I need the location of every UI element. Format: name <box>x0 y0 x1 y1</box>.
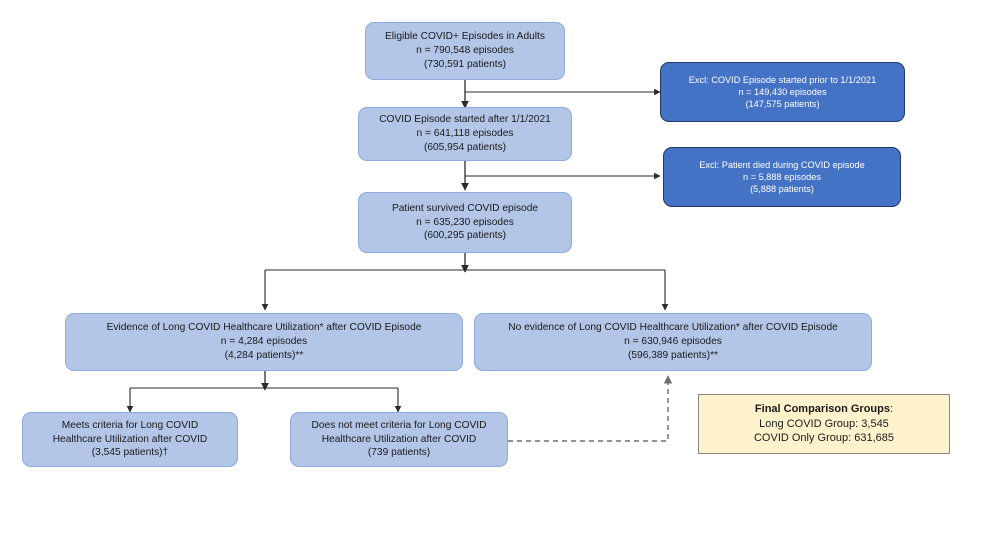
edge-evidence-split <box>126 371 402 413</box>
node-evidence-long-covid: Evidence of Long COVID Healthcare Utiliz… <box>65 313 463 371</box>
node-evidence-line3: (4,284 patients)** <box>224 349 304 361</box>
final-groups-covid-only: COVID Only Group: 631,685 <box>753 432 894 445</box>
node-not-meets-line1: Does not meet criteria for Long COVID <box>311 419 487 431</box>
node-meets-criteria: Meets criteria for Long COVID Healthcare… <box>22 412 238 467</box>
edge-notmeets-to-noevidence-dashed <box>508 375 673 442</box>
node-eligible-episodes: Eligible COVID+ Episodes in Adults n = 7… <box>365 22 565 80</box>
node-eligible-line2: n = 790,548 episodes <box>416 45 514 57</box>
node-meets-line1: Meets criteria for Long COVID <box>61 419 199 431</box>
node-meets-line3: (3,545 patients)† <box>91 447 169 459</box>
node-evidence-line1: Evidence of Long COVID Healthcare Utiliz… <box>106 322 422 334</box>
node-excl-prior-line1: Excl: COVID Episode started prior to 1/1… <box>688 74 877 85</box>
node-excl-died-line1: Excl: Patient died during COVID episode <box>699 159 865 170</box>
final-groups-heading-colon: : <box>890 402 894 415</box>
node-not-meets-line3: (739 patients) <box>367 447 431 459</box>
node-excl-prior-line2: n = 149,430 episodes <box>738 86 827 97</box>
node-patient-survived: Patient survived COVID episode n = 635,2… <box>358 192 572 253</box>
node-eligible-line1: Eligible COVID+ Episodes in Adults <box>385 31 545 43</box>
node-final-comparison-groups: Final Comparison Groups: Long COVID Grou… <box>698 394 950 454</box>
node-excl-prior-line3: (147,575 patients) <box>745 99 820 110</box>
node-no-evidence-long-covid: No evidence of Long COVID Healthcare Uti… <box>474 313 872 371</box>
node-meets-line2: Healthcare Utilization after COVID <box>52 433 208 445</box>
edge-survived-split <box>261 253 669 311</box>
node-survived-line1: Patient survived COVID episode <box>391 202 539 214</box>
node-eligible-line3: (730,591 patients) <box>423 58 507 70</box>
node-excl-died-line3: (5,888 patients) <box>750 184 814 195</box>
final-groups-long-covid: Long COVID Group: 3,545 <box>759 417 889 430</box>
final-groups-heading: Final Comparison Groups: <box>755 402 893 417</box>
node-started-line3: (605,954 patients) <box>423 141 507 153</box>
node-episode-started-after: COVID Episode started after 1/1/2021 n =… <box>358 107 572 161</box>
node-started-line1: COVID Episode started after 1/1/2021 <box>379 114 551 126</box>
node-evidence-line2: n = 4,284 episodes <box>220 336 308 348</box>
node-no-evidence-line2: n = 630,946 episodes <box>624 336 722 348</box>
node-exclusion-episode-prior: Excl: COVID Episode started prior to 1/1… <box>660 62 905 122</box>
node-survived-line2: n = 635,230 episodes <box>416 216 514 228</box>
node-excl-died-line2: n = 5,888 episodes <box>743 171 821 182</box>
final-groups-heading-text: Final Comparison Groups <box>754 402 890 415</box>
node-no-evidence-line1: No evidence of Long COVID Healthcare Uti… <box>508 322 838 334</box>
node-survived-line3: (600,295 patients) <box>423 230 507 242</box>
node-started-line2: n = 641,118 episodes <box>416 128 514 140</box>
node-does-not-meet-criteria: Does not meet criteria for Long COVID He… <box>290 412 508 467</box>
node-not-meets-line2: Healthcare Utilization after COVID <box>321 433 477 445</box>
node-no-evidence-line3: (596,389 patients)** <box>627 349 719 361</box>
node-exclusion-patient-died: Excl: Patient died during COVID episode … <box>663 147 901 207</box>
